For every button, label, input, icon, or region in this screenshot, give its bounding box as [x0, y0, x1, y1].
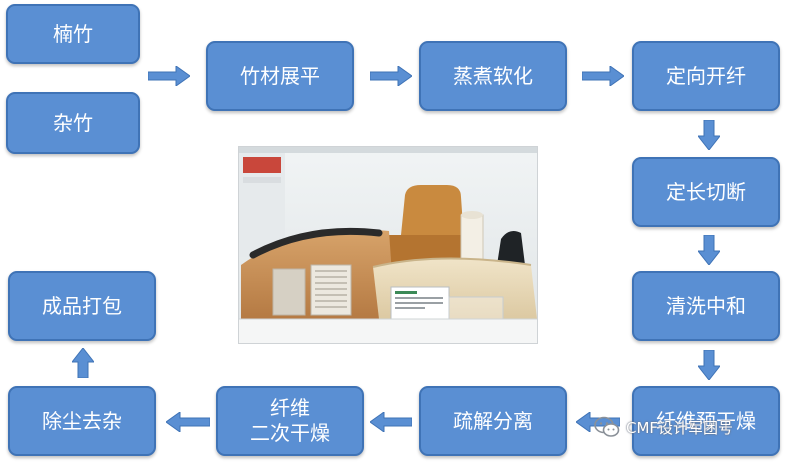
- arrow-left-3: [166, 412, 210, 432]
- arrow-left-2: [370, 412, 412, 432]
- watermark-text: CMF设计军团号: [626, 418, 734, 437]
- product-photo: [238, 146, 538, 344]
- step-chuchen-label: 除尘去杂: [42, 408, 122, 433]
- arrow-up-1: [72, 348, 94, 378]
- step-chengpin: 成品打包: [8, 271, 156, 341]
- step-nanzhu: 楠竹: [6, 4, 140, 64]
- step-dingxiang: 定向开纤: [632, 41, 780, 111]
- step-chengpin-label: 成品打包: [42, 293, 122, 318]
- step-zazhu-label: 杂竹: [53, 110, 93, 135]
- watermark: CMF设计军团号: [594, 412, 733, 442]
- step-qingxi: 清洗中和: [632, 271, 780, 341]
- step-nanzhu-label: 楠竹: [53, 21, 93, 46]
- step-shujie: 疏解分离: [419, 386, 567, 456]
- step-ganzao-label-line2: 二次干燥: [250, 421, 330, 445]
- step-dingxiang-label: 定向开纤: [666, 63, 746, 88]
- arrow-right-2: [370, 66, 412, 86]
- step-yugan-label: 纤维预干燥: [656, 408, 756, 433]
- arrow-down-3: [698, 350, 720, 380]
- step-zhengzhu-label: 蒸煮软化: [453, 63, 533, 88]
- step-dingchang-label: 定长切断: [666, 179, 746, 204]
- step-qingxi-label: 清洗中和: [666, 293, 746, 318]
- step-zhancai-label: 竹材展平: [240, 63, 320, 88]
- arrow-right-3: [582, 66, 624, 86]
- step-yugan: 纤维预干燥: [632, 386, 780, 456]
- step-zhancai: 竹材展平: [206, 41, 354, 111]
- step-chuchen: 除尘去杂: [8, 386, 156, 456]
- step-shujie-label: 疏解分离: [453, 408, 533, 433]
- step-ganzao: 纤维 二次干燥: [216, 386, 364, 456]
- arrow-down-1: [698, 120, 720, 150]
- arrow-down-2: [698, 235, 720, 265]
- wechat-icon: [594, 416, 620, 437]
- step-ganzao-label-line1: 纤维: [270, 396, 310, 420]
- product-photo-illustration: [239, 147, 537, 343]
- arrow-right-1: [148, 66, 190, 86]
- step-dingchang: 定长切断: [632, 157, 780, 227]
- step-zhengzhu: 蒸煮软化: [419, 41, 567, 111]
- step-zazhu: 杂竹: [6, 92, 140, 154]
